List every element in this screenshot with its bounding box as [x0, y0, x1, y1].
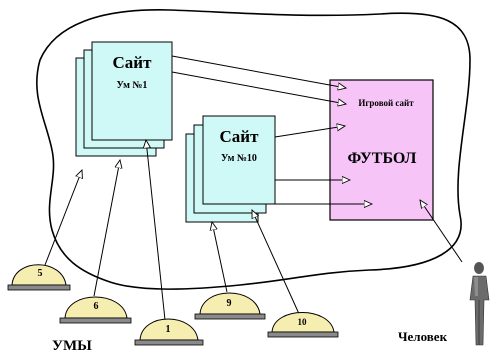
person-head [474, 262, 484, 274]
mound-10-base [267, 331, 339, 338]
mound-9-dome [199, 292, 261, 315]
person-body [469, 275, 490, 346]
site-um1: Сайт Ум №1 [75, 41, 173, 157]
site-um1-subtitle: Ум №1 [117, 80, 148, 91]
site-um10-page-front [202, 115, 276, 205]
arrow-mound6-to-site1 [93, 160, 120, 297]
mound-9-base [194, 313, 266, 320]
mound-5-base [7, 284, 71, 291]
arrow-mound9-to-site10 [212, 222, 228, 293]
arrow-site1-to-game-mid [171, 71, 346, 104]
game-site-football: Игровой сайт ФУТБОЛ [329, 79, 434, 221]
person-caption: Человек [398, 329, 448, 344]
arrow-site10-to-game-1 [274, 126, 345, 138]
arrow-mound10-to-site10 [252, 210, 301, 317]
mound-5: 5 [7, 264, 71, 291]
arrow-mound5-to-site1 [44, 170, 82, 266]
mound-6-base [59, 317, 132, 324]
person-shirt-highlight [474, 277, 478, 296]
mound-1-label: 1 [166, 324, 171, 335]
mound-9-label: 9 [227, 298, 232, 309]
site-um10-title: Сайт [220, 127, 260, 146]
mound-5-label: 5 [38, 268, 43, 279]
mound-10: 10 [267, 312, 339, 338]
mound-5-dome [11, 264, 67, 286]
game-site-box [329, 79, 434, 221]
mound-1-dome [139, 318, 199, 341]
arrow-site1-to-game-top [171, 55, 346, 88]
game-site-title: Игровой сайт [358, 98, 414, 108]
mound-6-label: 6 [94, 301, 99, 312]
game-site-label: ФУТБОЛ [348, 150, 417, 167]
mound-6-dome [64, 296, 128, 319]
arrow-person-to-game [420, 200, 463, 263]
site-um10-subtitle: Ум №10 [221, 153, 257, 164]
internet-boundary [36, 9, 471, 290]
mound-1-base [134, 339, 204, 346]
site-um10: Сайт Ум №10 [185, 115, 276, 223]
arrow-mound1-to-site1 [146, 140, 166, 321]
site-um1-title: Сайт [113, 53, 153, 72]
mound-10-label: 10 [298, 317, 308, 327]
person-figure [469, 262, 490, 346]
mound-1: 1 [134, 318, 204, 346]
mound-10-dome [271, 312, 335, 333]
minds-caption: УМЫ [52, 338, 92, 353]
mound-9: 9 [194, 292, 266, 320]
mound-6: 6 [59, 296, 132, 324]
site-um1-page-front [91, 41, 173, 141]
